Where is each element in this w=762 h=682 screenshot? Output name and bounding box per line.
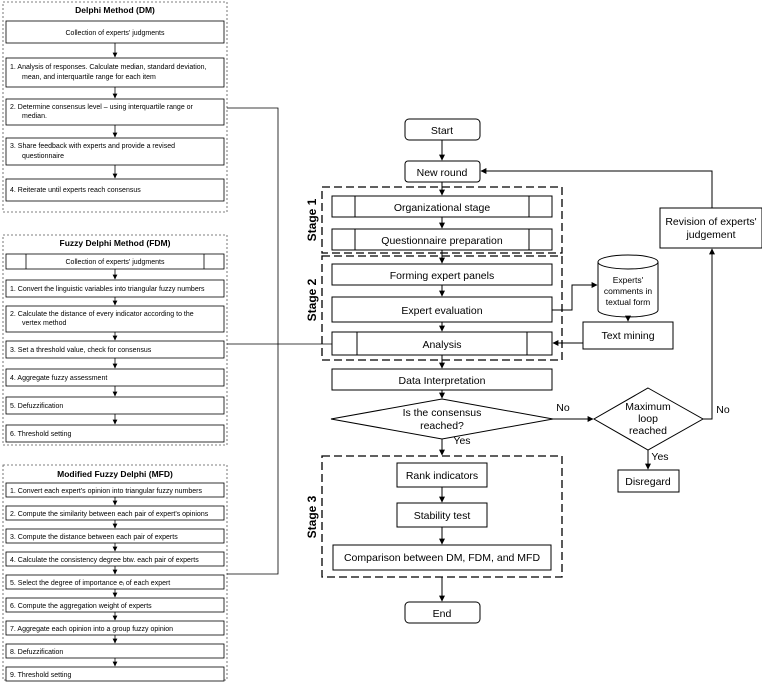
max-loop-line-3: reached [629,425,667,437]
mfd-step-1: 1. Convert each expert's opinion into tr… [10,488,202,495]
dm-step-4: 4. Reiterate until experts reach consens… [10,187,141,194]
text-mining-box [582,321,674,350]
fdm-panel: Fuzzy Delphi Method (FDM) Collection of … [2,234,228,446]
fdm-step-6-box [5,424,225,443]
dm-step-3-box [5,137,225,166]
dm-step-2-line-1: 2. Determine consensus level – using int… [10,104,194,111]
dm-step-2-box [5,98,225,126]
consensus-yes-label: Yes [453,435,470,447]
mfd-step-9-box [5,666,225,682]
questionnaire-label: Questionnaire preparation [381,235,503,247]
max-loop-line-1: Maximum [625,401,671,413]
end-label: End [433,608,452,620]
comparison-label: Comparison between DM, FDM, and MFD [344,552,540,564]
mfd-step-4: 4. Calculate the consistency degree btw.… [10,557,199,564]
stability-test-label: Stability test [414,510,471,522]
fdm-step-6: 6. Threshold setting [10,431,71,438]
rank-indicators-label: Rank indicators [406,470,478,482]
revision-box [659,207,762,249]
left-connectors [227,107,343,575]
fdm-step-2-box [5,305,225,333]
mfd-step-2: 2. Compute the similarity between each p… [10,511,209,518]
fdm-step-4: 4. Aggregate fuzzy assessment [10,375,107,382]
revision-line-1: Revision of experts' [665,216,756,228]
mfd-step-9: 9. Threshold setting [10,672,71,679]
comments-line-1: Experts' [613,275,644,285]
consensus-no-label: No [556,402,570,414]
disregard-label: Disregard [625,476,671,488]
mfd-step-3: 3. Compute the distance between each pai… [10,534,178,541]
fdm-step-1: 1. Convert the linguistic variables into… [10,286,205,293]
mfd-panel: Modified Fuzzy Delphi (MFD) 1. Convert e… [2,464,228,682]
mfd-step-5: 5. Select the degree of importance eᵢ of… [10,580,170,587]
comparison-box [332,544,552,571]
dm-step-1-box [5,57,225,88]
disregard-box [617,469,680,493]
mfd-title: Modified Fuzzy Delphi (MFD) [57,469,173,479]
stage-3-label: Stage 3 [305,495,319,538]
consensus-line-2: reached? [420,420,464,432]
max-loop-line-2: loop [638,413,658,425]
fdm-step-5: 5. Defuzzification [10,403,63,410]
expert-evaluation-label: Expert evaluation [401,305,482,317]
new-round-label: New round [417,167,468,179]
mfd-step-8: 8. Defuzzification [10,649,63,656]
fdm-step-3: 3. Set a threshold value, check for cons… [10,347,152,354]
stage-1-label: Stage 1 [305,198,319,241]
dm-step-2-line-2: median. [22,113,47,120]
text-mining-label: Text mining [601,330,654,342]
fdm-step-2-line-1: 2. Calculate the distance of every indic… [10,311,194,318]
revision-line-2: judgement [685,229,735,241]
stability-test-box [396,502,488,528]
mfd-step-6: 6. Compute the aggregation weight of exp… [10,603,152,610]
dm-step-1-line-2: mean, and interquartile range for each i… [22,74,156,81]
max-loop-no-label: No [716,404,730,416]
stage-2-label: Stage 2 [305,278,319,321]
forming-panels-label: Forming expert panels [390,270,494,282]
max-loop-yes-label: Yes [651,451,668,463]
consensus-decision [330,398,554,440]
organizational-stage-label: Organizational stage [394,202,490,214]
dm-step-3-line-2: questionnaire [22,153,64,160]
fdm-title: Fuzzy Delphi Method (FDM) [60,238,171,248]
data-interpretation-label: Data Interpretation [399,375,486,387]
dm-header: Collection of experts' judgments [66,30,165,37]
analysis-label: Analysis [422,339,461,351]
comments-database: Experts' comments in textual form [597,254,659,318]
consensus-line-1: Is the consensus [403,407,482,419]
dm-step-4-box [5,178,225,202]
end-terminal [404,601,481,624]
dm-step-1-line-1: 1. Analysis of responses. Calculate medi… [10,64,207,71]
mfd-step-7: 7. Aggregate each opinion into a group f… [10,626,173,633]
comments-line-2: comments in [604,286,652,296]
dm-step-3-line-1: 3. Share feedback with experts and provi… [10,143,175,150]
comments-line-3: textual form [606,297,650,307]
fdm-header: Collection of experts' judgments [66,259,165,266]
start-label: Start [431,125,453,137]
fdm-step-2-line-2: vertex method [22,320,66,327]
rank-indicators-box [396,462,488,488]
dm-panel: Delphi Method (DM) Collection of experts… [2,1,228,213]
dm-title: Delphi Method (DM) [75,5,155,15]
